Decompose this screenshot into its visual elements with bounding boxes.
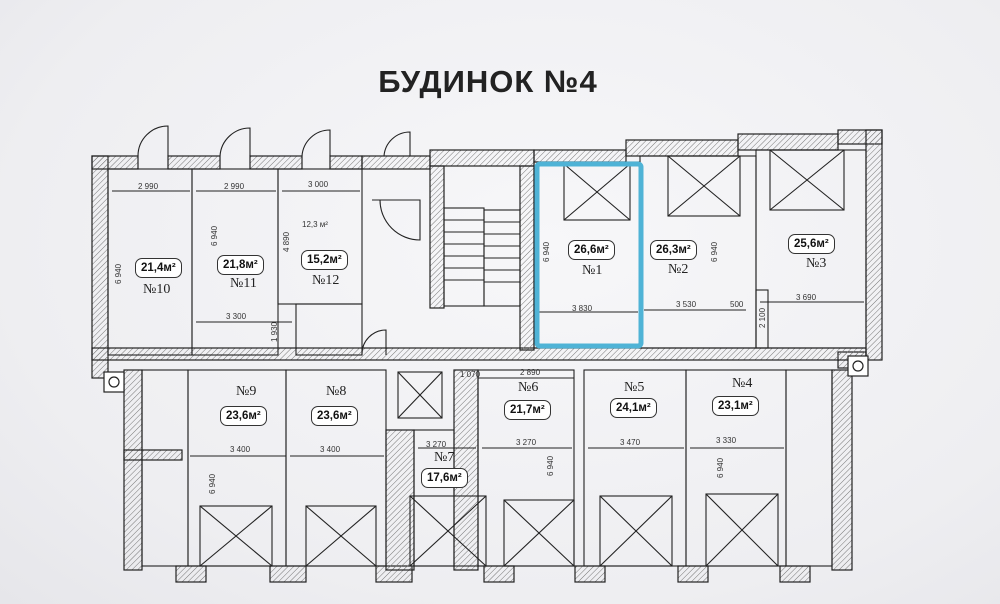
door-swing xyxy=(301,129,331,157)
highlight-unit-1 xyxy=(534,161,644,349)
dim-6940: 6 940 xyxy=(546,455,555,476)
unit-number: №6 xyxy=(518,380,539,395)
unit-area-badge: 21,7м² xyxy=(504,400,551,420)
wall-top-segment xyxy=(625,139,739,157)
dim-area-12-3: 12,3 м² xyxy=(302,220,328,229)
dim-3690: 3 690 xyxy=(796,293,817,302)
stair-wall xyxy=(429,165,445,309)
dim-4890: 4 890 xyxy=(282,231,291,252)
unit-number: №10 xyxy=(143,282,171,297)
dim-6940: 6 940 xyxy=(710,241,719,262)
unit-number: №2 xyxy=(668,262,689,277)
unit-number: №9 xyxy=(236,384,257,399)
unit-number: №11 xyxy=(230,276,257,291)
unit-area-badge: 23,6м² xyxy=(220,406,267,426)
dim-2990: 2 990 xyxy=(224,182,245,191)
room-outline-3-niche xyxy=(755,289,769,349)
dim-3830: 3 830 xyxy=(572,304,593,313)
unit-number: №3 xyxy=(806,256,827,271)
balcony-2 xyxy=(667,155,741,217)
wall-middle xyxy=(91,347,867,361)
door-swing xyxy=(361,329,387,356)
wall-left-lower xyxy=(123,369,143,571)
unit-area-badge: 21,4м² xyxy=(135,258,182,278)
dim-3400: 3 400 xyxy=(320,445,341,454)
wall-top-segment xyxy=(249,155,303,170)
dim-3400: 3 400 xyxy=(230,445,251,454)
unit-area-badge: 21,8м² xyxy=(217,255,264,275)
dim-6940: 6 940 xyxy=(210,225,219,246)
plan-title: БУДИНОК №4 xyxy=(378,64,598,99)
unit-area-badge: 23,1м² xyxy=(712,396,759,416)
dim-3300: 3 300 xyxy=(226,312,247,321)
unit-area-badge: 23,6м² xyxy=(311,406,358,426)
dim-500: 500 xyxy=(730,300,744,309)
door-swing xyxy=(383,131,411,157)
unit-number: №4 xyxy=(732,376,753,391)
wall-top-segment xyxy=(737,133,839,151)
unit-area-badge: 17,6м² xyxy=(421,468,468,488)
wall-top-segment xyxy=(91,155,139,170)
balcony-3 xyxy=(769,149,845,211)
door-swing xyxy=(137,125,169,157)
unit-area-badge: 15,2м² xyxy=(301,250,348,270)
dim-6940: 6 940 xyxy=(114,263,123,284)
stair-wall xyxy=(519,165,535,351)
wall-bottom-segment xyxy=(779,565,811,583)
unit-area-badge: 25,6м² xyxy=(788,234,835,254)
unit-number[interactable]: №1 xyxy=(582,263,603,278)
door-swing xyxy=(372,199,421,241)
dim-1070: 1 070 xyxy=(460,370,481,379)
dim-3270: 3 270 xyxy=(426,440,447,449)
lift-shaft xyxy=(397,371,443,419)
unit-number: №5 xyxy=(624,380,645,395)
wall-top-segment xyxy=(329,155,363,170)
room-outline-4-corridor xyxy=(785,369,833,567)
balcony-7 xyxy=(409,495,487,567)
balcony-6 xyxy=(503,499,575,567)
unit-area-badge[interactable]: 26,6м² xyxy=(568,240,615,260)
dim-3270: 3 270 xyxy=(516,438,537,447)
staircase xyxy=(443,207,485,307)
room-outline-9-corridor xyxy=(141,369,189,567)
dim-1930: 1 930 xyxy=(270,321,279,342)
dim-2990: 2 990 xyxy=(138,182,159,191)
wall-bottom-segment xyxy=(175,565,207,583)
balcony-5 xyxy=(599,495,673,567)
room-outline-12-bath xyxy=(295,303,363,356)
wall-bottom-segment xyxy=(574,565,606,583)
unit-area-badge: 24,1м² xyxy=(610,398,657,418)
wall-bottom-segment xyxy=(677,565,709,583)
unit-number: №7 xyxy=(434,450,455,465)
wall-left-upper xyxy=(91,155,109,379)
balcony-4 xyxy=(705,493,779,567)
balcony-9 xyxy=(199,505,273,567)
dim-3530: 3 530 xyxy=(676,300,697,309)
dim-6940: 6 940 xyxy=(716,457,725,478)
dim-2100: 2 100 xyxy=(758,307,767,328)
wall-top-segment xyxy=(533,149,627,163)
wall-left-lower-notch xyxy=(123,449,183,461)
unit-area-badge: 26,3м² xyxy=(650,240,697,260)
dim-6940: 6 940 xyxy=(542,241,551,262)
wall-right-lower xyxy=(831,369,853,571)
dim-6940: 6 940 xyxy=(208,473,217,494)
dim-3470: 3 470 xyxy=(620,438,641,447)
balcony-8 xyxy=(305,505,377,567)
unit-number: №8 xyxy=(326,384,347,399)
dim-3000: 3 000 xyxy=(308,180,329,189)
dim-3330: 3 330 xyxy=(716,436,737,445)
wall-top-segment xyxy=(361,155,431,170)
wall-bottom-segment xyxy=(483,565,515,583)
door-swing xyxy=(219,127,251,157)
wall-top-segment xyxy=(429,149,535,167)
wall-right-upper xyxy=(865,129,883,361)
unit-number: №12 xyxy=(312,273,340,288)
wall-top-segment xyxy=(167,155,221,170)
wall-bottom-segment xyxy=(269,565,307,583)
dim-2890: 2 890 xyxy=(520,368,541,377)
